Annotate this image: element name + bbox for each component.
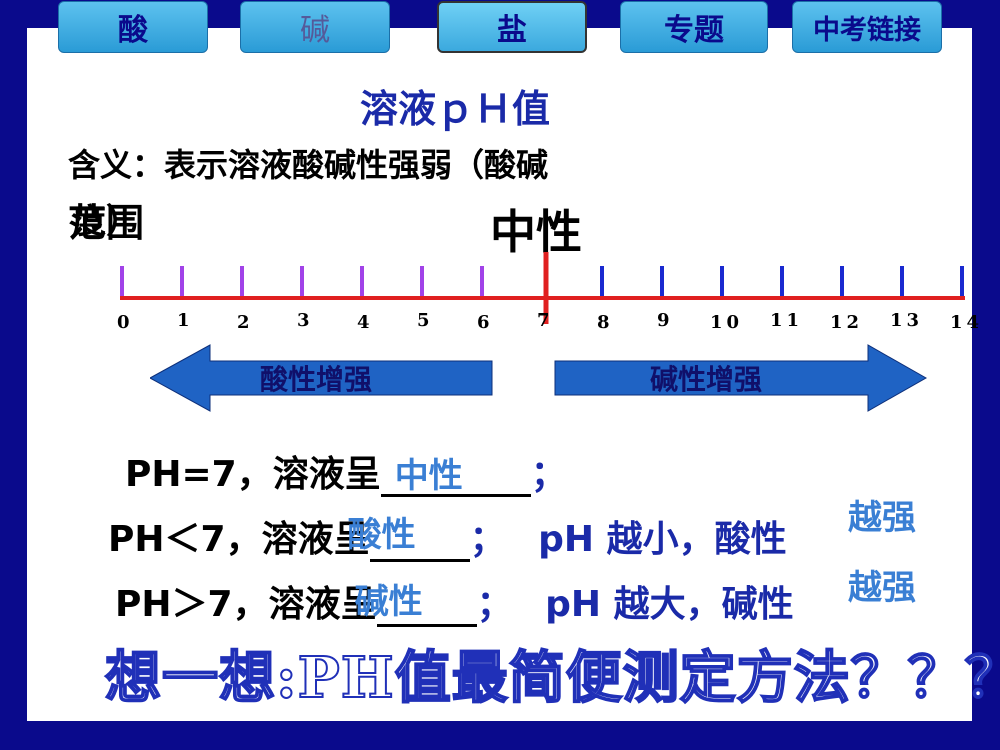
scale-tick-label: 0 <box>117 312 130 333</box>
scale-tick-label: 2 <box>237 312 250 333</box>
scale-tick-label: 12 <box>830 312 864 333</box>
statement-prefix: PH＞7，溶液呈 <box>115 584 377 625</box>
scale-tick-label: 3 <box>297 310 310 331</box>
answer-blank[interactable]: 碱性 <box>355 582 477 627</box>
statement-prefix: PH＜7，溶液呈 <box>108 519 370 560</box>
tab-acid[interactable]: 酸 <box>58 1 208 53</box>
tab-topics[interactable]: 专题 <box>620 1 768 53</box>
scale-tick-label: 6 <box>477 312 490 333</box>
answer-acid: 酸性 <box>347 515 416 555</box>
answer-base-stronger: 越强 <box>848 568 916 608</box>
scale-tick-label: 13 <box>890 310 924 331</box>
range-overlap-text: 度） <box>72 202 140 242</box>
tab-base[interactable]: 碱 <box>240 1 390 53</box>
scale-tick-label: 4 <box>357 312 370 333</box>
statement-base: PH＞7，溶液呈碱性 ； pH 越大，碱性 <box>115 575 794 627</box>
statement-suffix: ； <box>476 584 513 625</box>
tab-exam-links[interactable]: 中考链接 <box>792 1 942 53</box>
think-question: 想一想:PH值最简便测定方法？？？ <box>104 644 1000 712</box>
answer-base: 碱性 <box>354 582 423 622</box>
scale-tick-label: 1 <box>177 310 190 331</box>
scale-tick-label: 14 <box>950 312 984 333</box>
statement-suffix: ； <box>530 454 567 495</box>
meaning-text: 含义：表示溶液酸碱性强弱（酸碱 <box>68 146 549 184</box>
statement-neutral: PH=7，溶液呈中性 ； <box>125 445 567 497</box>
statement-acid: PH＜7，溶液呈酸性 ； pH 越小，酸性 <box>108 510 787 562</box>
ph-scale <box>120 252 965 324</box>
right-arrow-icon <box>554 344 928 412</box>
scale-tick-label: 7 <box>537 310 550 331</box>
range-label: 范围 <box>68 200 145 245</box>
answer-acid-stronger: 越强 <box>848 498 916 538</box>
statement-extra: pH 越小，酸性 <box>538 519 787 560</box>
scale-tick-label: 10 <box>710 312 744 333</box>
scale-tick-label: 8 <box>597 312 610 333</box>
answer-neutral: 中性 <box>394 456 463 496</box>
acidity-increase-label: 酸性增强 <box>260 363 372 396</box>
answer-blank[interactable]: 中性 <box>380 456 531 497</box>
left-arrow-icon <box>150 344 493 412</box>
basicity-increase-label: 碱性增强 <box>650 363 762 396</box>
statement-suffix: ； <box>469 519 506 560</box>
answer-blank[interactable]: 酸性 <box>348 515 470 562</box>
scale-tick-label: 5 <box>417 310 430 331</box>
neutral-label: 中性 <box>490 205 582 259</box>
scale-tick-label: 9 <box>657 310 670 331</box>
trend-arrows: 酸性增强 碱性增强 <box>150 344 928 412</box>
scale-tick-label: 11 <box>770 310 804 331</box>
tab-salt[interactable]: 盐 <box>437 1 587 53</box>
statement-extra: pH 越大，碱性 <box>545 584 794 625</box>
slide-title: 溶液ｐＨ值 <box>360 86 551 131</box>
statement-prefix: PH=7，溶液呈 <box>125 454 381 495</box>
